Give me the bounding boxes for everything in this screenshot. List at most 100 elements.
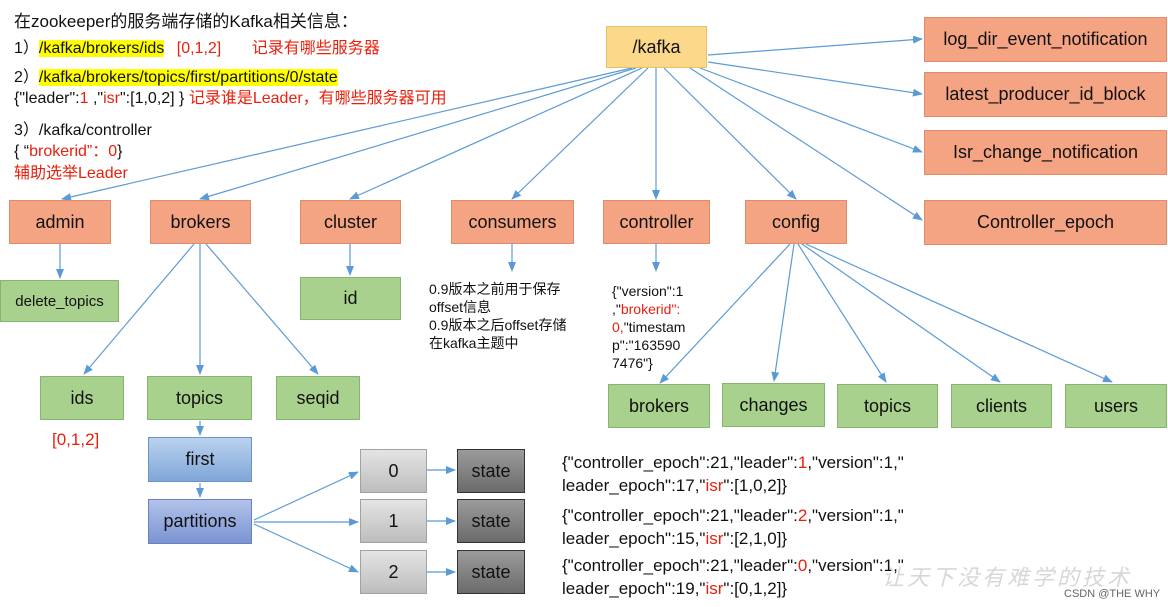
node-partitions[interactable]: partitions — [148, 499, 252, 544]
edge-root-logdir — [707, 35, 923, 56]
edge-root-brokers — [199, 67, 637, 201]
state-json-0: {"controller_epoch":21,"leader":1,"versi… — [562, 451, 904, 497]
node-isr-change-notification[interactable]: Isr_change_notification — [924, 130, 1167, 175]
note-1-prefix: 1） — [14, 40, 39, 57]
controller-note-brokerid: brokerid": — [620, 301, 681, 317]
controller-note-line2: ,"brokerid": — [612, 300, 685, 318]
node-partition-2[interactable]: 2 — [360, 550, 427, 594]
state-json-0-line2: leader_epoch":17,"isr":[1,0,2]} — [562, 474, 904, 497]
node-config[interactable]: config — [745, 200, 847, 244]
ids-value: [0,1,2] — [52, 430, 100, 449]
node-state-2[interactable]: state — [457, 550, 525, 594]
node-config-users[interactable]: users — [1065, 384, 1167, 428]
node-state-0[interactable]: state — [457, 449, 525, 493]
controller-note-line3b: "timestam — [623, 319, 686, 335]
edge-brokers-seqid — [205, 243, 319, 375]
controller-note-line3: 0,"timestam — [612, 318, 685, 336]
node-controller[interactable]: controller — [603, 200, 710, 244]
edge-root-config — [663, 67, 797, 200]
edge-config-topics — [797, 243, 887, 383]
edge-config-changes — [771, 243, 795, 382]
state-json-2-part3: leader_epoch":19," — [562, 579, 706, 598]
node-delete-topics[interactable]: delete_topics — [0, 280, 119, 322]
state-json-0-leader: 1 — [797, 453, 808, 472]
edge-config-users — [805, 243, 1113, 383]
edge-root-consumers — [511, 67, 649, 200]
state-json-1-line2: leader_epoch":15,"isr":[2,1,0]} — [562, 527, 904, 550]
note-3-open: { “ — [14, 143, 30, 160]
state-json-2-leader: 0 — [797, 556, 808, 575]
edge-root-isrchange — [699, 67, 923, 153]
state-json-2-line1: {"controller_epoch":21,"leader":0,"versi… — [562, 554, 904, 577]
state-json-0-part3: leader_epoch":17," — [562, 476, 706, 495]
state-json-2-part4: ":[0,1,2]} — [723, 579, 788, 598]
state-json-1-line1: {"controller_epoch":21,"leader":2,"versi… — [562, 504, 904, 527]
node-consumers[interactable]: consumers — [451, 200, 574, 244]
state-json-1: {"controller_epoch":21,"leader":2,"versi… — [562, 504, 904, 550]
state-json-0-line1: {"controller_epoch":21,"leader":1,"versi… — [562, 451, 904, 474]
edge-config-brokers — [659, 243, 791, 384]
node-brokers[interactable]: brokers — [150, 200, 251, 244]
consumers-note: 0.9版本之前用于保存 offset信息 0.9版本之后offset存储 在ka… — [429, 280, 566, 352]
controller-note-line4: p":"163590 — [612, 337, 681, 353]
note-3-close: } — [117, 143, 123, 160]
node-kafka-root[interactable]: /kafka — [606, 26, 707, 68]
node-partition-0[interactable]: 0 — [360, 449, 427, 493]
node-controller-epoch[interactable]: Controller_epoch — [924, 200, 1167, 245]
edge-root-cluster — [349, 67, 643, 200]
note-2-json-close: ":[1,0,2] } — [120, 90, 185, 107]
note-3-line: 3）/kafka/controller — [14, 122, 152, 139]
node-config-changes[interactable]: changes — [722, 383, 825, 427]
state-json-1-part1: {"controller_epoch":21,"leader": — [562, 506, 798, 525]
note-2-prefix: 2） — [14, 69, 39, 86]
edge-config-clients — [801, 243, 1001, 383]
state-json-0-part4: ":[1,0,2]} — [723, 476, 788, 495]
state-json-1-part2: ,"version":1," — [807, 506, 904, 525]
consumers-note-line4: 在kafka主题中 — [429, 335, 519, 351]
node-cluster-id[interactable]: id — [300, 277, 401, 320]
controller-note-line2a: ," — [612, 301, 621, 317]
consumers-note-line3: 0.9版本之后offset存储 — [429, 317, 567, 333]
csdn-credit: CSDN @THE WHY — [1064, 588, 1161, 600]
controller-note-value: 0, — [612, 319, 624, 335]
node-admin[interactable]: admin — [9, 200, 111, 244]
state-json-2: {"controller_epoch":21,"leader":0,"versi… — [562, 554, 904, 600]
state-json-2-part1: {"controller_epoch":21,"leader": — [562, 556, 798, 575]
node-config-brokers[interactable]: brokers — [608, 384, 710, 428]
controller-note-line1: {"version":1 — [612, 283, 684, 299]
note-3-json: { “brokerid”：0} — [14, 142, 123, 161]
note-2-isr-key: isr — [103, 90, 120, 107]
state-json-1-isr-key: isr — [705, 529, 724, 548]
node-partition-1[interactable]: 1 — [360, 499, 427, 543]
node-state-1[interactable]: state — [457, 499, 525, 543]
note-3-value: brokerid”：0 — [29, 143, 118, 160]
node-config-topics[interactable]: topics — [837, 384, 938, 428]
node-seqid[interactable]: seqid — [276, 376, 360, 420]
state-json-2-line2: leader_epoch":19,"isr":[0,1,2]} — [562, 577, 904, 600]
note-2-path: /kafka/brokers/topics/first/partitions/0… — [38, 69, 338, 86]
note-1: 1）/kafka/brokers/ids [0,1,2] 记录有哪些服务器 — [14, 39, 380, 58]
note-2-json-open: {"leader": — [14, 90, 80, 107]
node-first[interactable]: first — [148, 437, 252, 482]
watermark: 让天下没有难学的技术 — [882, 566, 1133, 591]
note-2-comment: 记录谁是Leader，有哪些服务器可用 — [188, 90, 447, 107]
node-config-clients[interactable]: clients — [951, 384, 1052, 428]
consumers-note-line1: 0.9版本之前用于保存 — [429, 281, 561, 297]
note-2-line1: 2）/kafka/brokers/topics/first/partitions… — [14, 68, 338, 87]
note-2-line2: {"leader":1 ,"isr":[1,0,2] } 记录谁是Leader，… — [14, 89, 447, 108]
node-cluster[interactable]: cluster — [300, 200, 401, 244]
edge-root-ctrlepoch — [689, 67, 923, 221]
node-topics[interactable]: topics — [147, 376, 252, 420]
edge-brokers-ids — [83, 243, 195, 375]
state-json-0-isr-key: isr — [705, 476, 724, 495]
state-json-2-isr-key: isr — [705, 579, 724, 598]
controller-note-line5: 7476"} — [612, 355, 653, 371]
node-ids[interactable]: ids — [40, 376, 124, 420]
node-log-dir-event-notification[interactable]: log_dir_event_notification — [924, 17, 1167, 62]
note-1-value: [0,1,2] — [176, 40, 222, 57]
node-latest-producer-id-block[interactable]: latest_producer_id_block — [924, 72, 1167, 117]
note-1-path: /kafka/brokers/ids — [38, 40, 165, 57]
state-json-1-part3: leader_epoch":15," — [562, 529, 706, 548]
edge-root-latestpid — [707, 61, 923, 97]
